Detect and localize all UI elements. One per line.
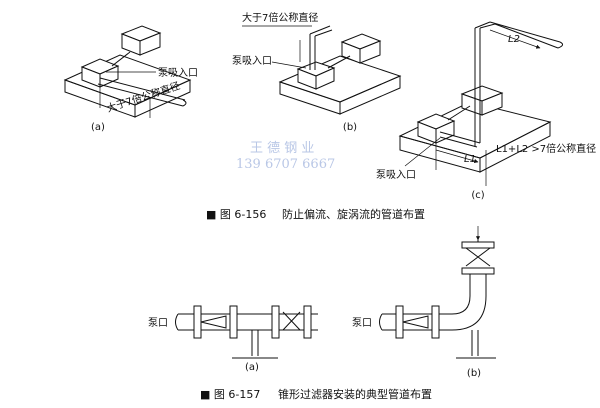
flange-valve [461,241,495,249]
label-dim-b: 大于7倍公称直径 [242,11,318,24]
top-pipe-a [474,21,491,29]
diagram-b-bottom: 泵口 (b) [352,226,496,379]
flange-2 [229,305,238,339]
caption-6-157-text: 锥形过滤器安装的典型管道布置 [278,387,432,401]
leader-inlet [404,137,441,167]
pipe-break [175,313,179,331]
top-pipe-upper [309,25,331,35]
motor-box-right [139,32,161,56]
valve-symbol [465,247,491,267]
base-slab-right [134,79,191,118]
label-l2: L2 [508,34,520,45]
flange-1 [395,305,404,339]
top-pipe-b [479,23,496,29]
base-slab-right [339,75,401,115]
flange-1 [193,305,202,339]
suction-pipe-upper [439,131,481,144]
dim-l2-line [489,29,541,49]
caption-6-156-text: 防止偏流、旋涡流的管道布置 [282,207,425,221]
diagram-c-top: L2 L1 L1+L2 >7倍公称直径 泵吸入口 (c) [376,21,596,201]
pipe-break [182,99,187,107]
caption-6-157-number: ■ 图 6-157 [200,388,260,401]
elbow-outer [451,295,487,331]
label-pump-inlet-a: 泵吸入口 [158,67,198,79]
base-slab-right [479,121,551,173]
sub-label-b-top: (b) [343,122,357,133]
motor-box-right [481,92,503,116]
suction-pipe-lower [97,83,184,107]
label-pump-inlet-c: 泵吸入口 [376,169,416,181]
motor-box-right [359,40,381,64]
pump-box-right [315,67,335,90]
cone-strainer [200,315,227,329]
sub-label-b-bottom: (b) [467,368,481,379]
elbow-inner [451,295,471,315]
label-l1: L1 [464,154,476,165]
pipe-break [379,313,383,331]
label-formula: L1+L2 >7倍公称直径 [496,142,596,155]
sub-label-a-top: (a) [91,122,105,133]
flange-2 [431,305,440,339]
label-pump-a: 泵口 [148,317,168,329]
suction-pipe-upper [99,77,186,101]
diagram-a-top: 泵吸入口 大于7倍公称直径 (a) [63,25,198,133]
shaft-line [327,55,351,69]
label-pump-b: 泵口 [352,317,372,329]
label-dim-a-line1: 大于7倍公称直径 [105,79,182,115]
leader-inlet [271,61,307,69]
dim-l1-line [435,149,479,163]
top-pipe-lower [314,29,333,37]
horizontal-run-lower [494,23,559,49]
shaft-line [447,105,471,121]
label-dim-a: 大于7倍公称直径 [105,79,182,115]
sub-label-c-top: (c) [471,190,484,201]
caption-6-156-number: ■ 图 6-156 [206,208,266,221]
watermark-line-2: 139 6707 6667 [236,157,335,172]
shaft-line [111,51,131,67]
valve-symbol [282,311,301,331]
label-pump-inlet-b: 泵吸入口 [232,55,272,67]
sub-label-a-bottom: (a) [245,362,259,373]
watermark-line-1: 王 德 钢 业 [250,141,314,156]
flange-top [461,267,495,275]
diagram-b-top: 大于7倍公称直径 泵吸入口 (b) [232,11,402,133]
suction-pipe-lower [439,136,478,148]
pipe-break [557,41,564,49]
flange-4 [303,305,312,339]
flange-3 [271,305,280,339]
cone-strainer [402,315,429,329]
diagram-a-bottom: 泵口 (a) [148,305,318,373]
pump-box-right [99,65,119,88]
horizontal-run-upper [489,21,561,43]
